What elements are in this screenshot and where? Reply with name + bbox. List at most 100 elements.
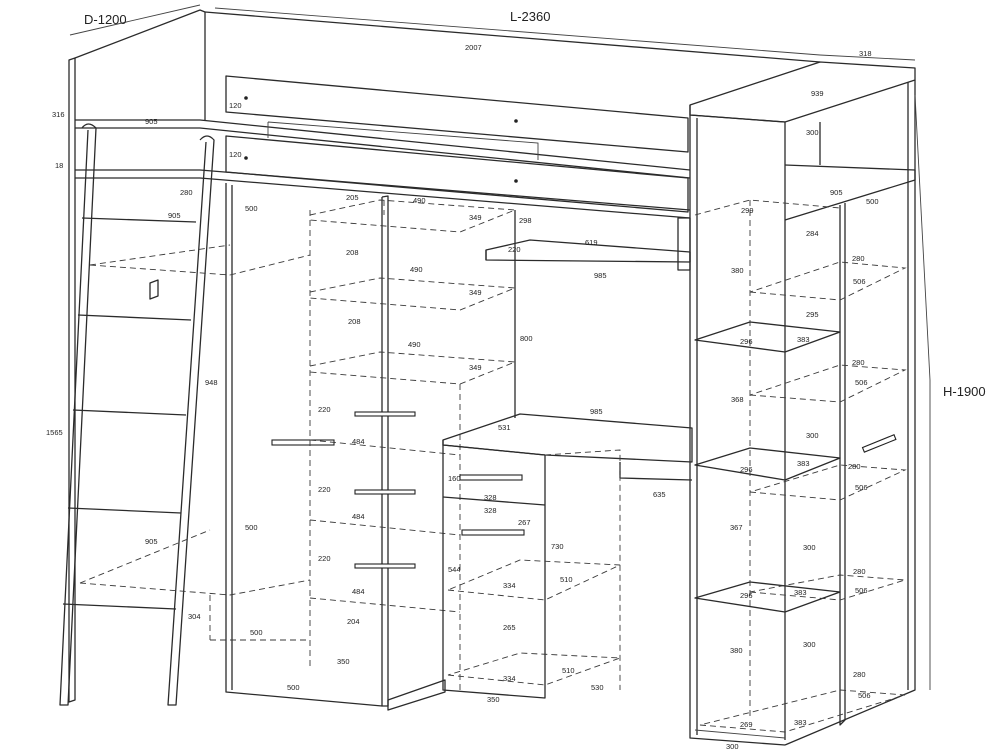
dim-label: 349 <box>469 213 482 222</box>
drawer-handle-3 <box>354 563 416 569</box>
dim-label: 905 <box>830 188 843 197</box>
dim-label: 619 <box>585 238 598 247</box>
dim-label: 367 <box>730 523 743 532</box>
desk-leg <box>619 462 693 481</box>
dim-label: 208 <box>346 248 359 257</box>
tower-right-panel <box>784 80 916 746</box>
guard-rail-top <box>225 75 689 153</box>
dim-label: 350 <box>337 657 350 666</box>
guard-bolt <box>244 156 248 160</box>
dim-label: 280 <box>180 188 193 197</box>
back-panel-left <box>68 57 76 703</box>
dim-label: 220 <box>318 405 331 414</box>
bed-top-back <box>204 11 821 63</box>
dim-label: 506 <box>855 483 868 492</box>
bed-back-rail <box>74 9 206 120</box>
dim-label: 300 <box>803 543 816 552</box>
overall-length-label: L-2360 <box>510 9 551 24</box>
guard-bolt <box>514 119 518 123</box>
dim-label: 383 <box>794 588 807 597</box>
dim-label: 220 <box>318 485 331 494</box>
dim-label: 295 <box>806 310 819 319</box>
dim-label: 380 <box>730 646 743 655</box>
dim-label: 380 <box>731 266 744 275</box>
cabinet-drawer-handle <box>459 474 523 481</box>
dim-label: 280 <box>853 567 866 576</box>
dim-label: 905 <box>145 117 158 126</box>
dim-label: 948 <box>205 378 218 387</box>
dim-label: 1565 <box>46 428 63 437</box>
dim-label: 383 <box>794 718 807 727</box>
dim-label: 510 <box>562 666 575 675</box>
dim-label: 350 <box>487 695 500 704</box>
dim-label: 730 <box>551 542 564 551</box>
wardrobe-right-edge <box>381 195 389 707</box>
dim-label: 299 <box>741 206 754 215</box>
dim-label: 530 <box>591 683 604 692</box>
desk-top <box>442 413 693 463</box>
dim-label: 506 <box>858 691 871 700</box>
dim-label: 500 <box>287 683 300 692</box>
dim-label: 300 <box>806 128 819 137</box>
bed-front-edge-lower <box>75 177 691 219</box>
dim-label: 484 <box>352 512 365 521</box>
dim-label: 120 <box>229 101 242 110</box>
guard-bolt <box>514 179 518 183</box>
dim-label: 300 <box>806 431 819 440</box>
ladder-rail-right <box>167 135 215 706</box>
dim-label: 531 <box>498 423 511 432</box>
dim-label: 334 <box>503 674 516 683</box>
dim-label: 269 <box>740 720 753 729</box>
dim-label: 490 <box>408 340 421 349</box>
dim-label: 500 <box>866 197 879 206</box>
dim-label: 18 <box>55 161 64 170</box>
dim-label: 349 <box>469 363 482 372</box>
overall-height-label: H-1900 <box>943 384 986 399</box>
tower-shelf <box>694 321 841 353</box>
dim-label: 2007 <box>465 43 482 52</box>
ladder-rung <box>72 409 187 416</box>
dim-label: 296 <box>740 465 753 474</box>
tower-left-panel <box>689 115 786 746</box>
bed-front-edge <box>75 169 691 211</box>
wardrobe-door <box>225 183 383 707</box>
dim-label: 510 <box>560 575 573 584</box>
dim-label: 316 <box>52 110 65 119</box>
ladder-rung <box>67 507 182 514</box>
dim-label: 506 <box>855 586 868 595</box>
dim-label: 296 <box>740 337 753 346</box>
dim-label: 328 <box>484 493 497 502</box>
dim-label: 265 <box>503 623 516 632</box>
dim-label: 296 <box>740 591 753 600</box>
dim-label: 280 <box>853 670 866 679</box>
dim-label: 280 <box>852 358 865 367</box>
dim-label: 267 <box>518 518 531 527</box>
bed-side-rail-lower <box>75 127 691 179</box>
dim-label: 484 <box>352 437 365 446</box>
dim-label: 506 <box>853 277 866 286</box>
dim-label: 204 <box>347 617 360 626</box>
dim-label: 280 <box>852 254 865 263</box>
overall-depth-label: D-1200 <box>84 12 127 27</box>
dim-label: 160 <box>448 474 461 483</box>
drawer-handle-1 <box>354 411 416 417</box>
dim-label: 544 <box>448 565 461 574</box>
desk-cabinet <box>442 445 546 699</box>
drawer-handle-2 <box>354 489 416 495</box>
dim-label: 500 <box>245 204 258 213</box>
dim-label: 490 <box>410 265 423 274</box>
dim-label: 208 <box>348 317 361 326</box>
dim-label: 280 <box>848 462 861 471</box>
dim-label: 300 <box>803 640 816 649</box>
dim-label: 368 <box>731 395 744 404</box>
ladder-rung <box>77 314 192 321</box>
dim-label: 490 <box>413 196 426 205</box>
tower-shelf <box>694 581 841 613</box>
dim-label: 304 <box>188 612 201 621</box>
dim-label: 300 <box>726 742 739 751</box>
ladder-rail-left <box>59 123 97 706</box>
tower-top <box>689 61 916 123</box>
dim-label: 383 <box>797 459 810 468</box>
dim-label: 205 <box>346 193 359 202</box>
